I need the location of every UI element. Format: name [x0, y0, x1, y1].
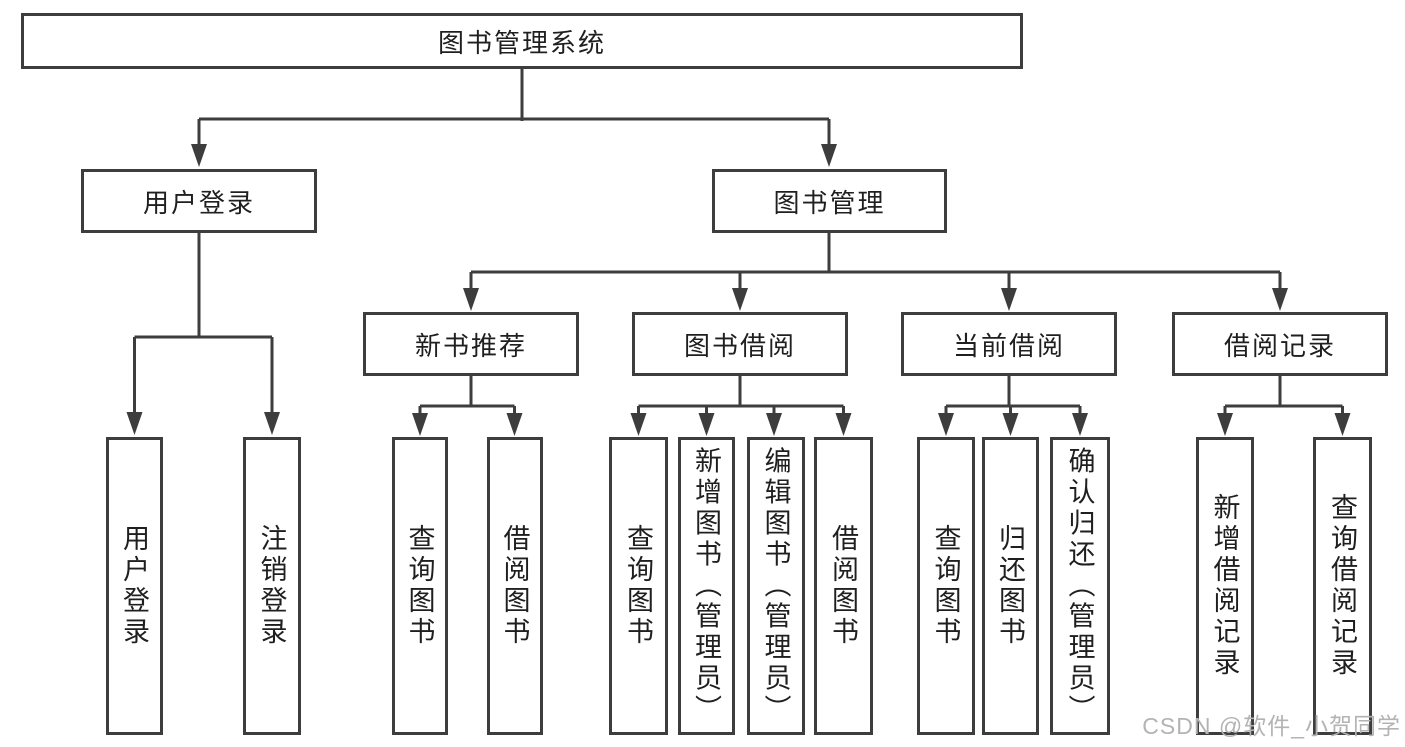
- node-borrow-records: 借阅记录: [1172, 312, 1388, 376]
- arrowhead: [1001, 288, 1017, 311]
- arrowhead: [264, 412, 280, 435]
- arrowhead: [835, 413, 852, 436]
- arrowhead: [412, 413, 428, 436]
- arrowhead: [630, 413, 647, 436]
- node-current-borrow: 当前借阅: [901, 312, 1117, 376]
- leaf-current-query-books-label: 查询图书: [930, 524, 961, 648]
- arrowhead: [191, 144, 207, 167]
- node-book-borrow-label: 图书借阅: [683, 330, 796, 361]
- leaf-borrow-add-books-admin-label: 新增图书（管理员）: [691, 446, 721, 726]
- leaf-user-login-label: 用户登录: [119, 524, 149, 648]
- arrowhead: [1072, 413, 1088, 436]
- arrowhead: [1002, 413, 1019, 436]
- leaf-recommend-borrow-books: 借阅图书: [487, 437, 543, 735]
- leaf-borrow-query-books-label: 查询图书: [623, 524, 653, 648]
- node-user-login: 用户登录: [81, 169, 317, 233]
- node-current-borrow-label: 当前借阅: [952, 330, 1065, 361]
- arrowhead: [1334, 413, 1351, 436]
- node-user-login-label: 用户登录: [142, 187, 255, 218]
- node-root: 图书管理系统: [21, 13, 1023, 69]
- node-book-borrow: 图书借阅: [632, 312, 848, 376]
- leaf-current-confirm-return-admin-label: 确认归还（管理员）: [1064, 446, 1095, 726]
- arrowhead: [1217, 413, 1233, 436]
- leaf-borrow-add-books-admin: 新增图书（管理员）: [678, 437, 735, 735]
- leaf-recommend-query-books: 查询图书: [392, 437, 448, 735]
- node-borrow-records-label: 借阅记录: [1223, 330, 1336, 361]
- leaf-logout: 注销登录: [243, 437, 301, 735]
- arrowhead: [732, 288, 748, 311]
- arrowhead: [126, 412, 143, 435]
- arrowhead: [821, 144, 837, 167]
- arrowhead: [1272, 288, 1288, 311]
- leaf-current-return-books: 归还图书: [982, 437, 1039, 735]
- leaf-recommend-borrow-books-label: 借阅图书: [499, 524, 530, 648]
- leaf-borrow-query-books: 查询图书: [609, 437, 668, 735]
- node-new-book-recommend-label: 新书推荐: [414, 330, 527, 361]
- leaf-current-return-books-label: 归还图书: [995, 524, 1025, 648]
- leaf-current-query-books: 查询图书: [917, 437, 975, 735]
- leaf-records-query-record: 查询借阅记录: [1313, 437, 1372, 735]
- leaf-records-add-record-label: 新增借阅记录: [1209, 493, 1240, 679]
- arrowhead: [463, 288, 479, 311]
- leaf-borrow-edit-books-admin-label: 编辑图书（管理员）: [760, 446, 791, 726]
- arrowhead: [506, 413, 523, 436]
- leaf-borrow-borrow-books: 借阅图书: [814, 437, 873, 735]
- leaf-borrow-edit-books-admin: 编辑图书（管理员）: [747, 437, 805, 735]
- leaf-current-confirm-return-admin: 确认归还（管理员）: [1050, 437, 1110, 735]
- arrowhead: [766, 413, 782, 436]
- node-book-management: 图书管理: [712, 169, 947, 233]
- csdn-watermark: CSDN @软件_小贺同学: [1142, 713, 1401, 739]
- leaf-records-query-record-label: 查询借阅记录: [1327, 493, 1357, 679]
- leaf-logout-label: 注销登录: [256, 524, 287, 648]
- node-new-book-recommend: 新书推荐: [363, 312, 579, 376]
- leaf-records-add-record: 新增借阅记录: [1196, 437, 1254, 735]
- leaf-recommend-query-books-label: 查询图书: [404, 524, 435, 648]
- leaf-borrow-borrow-books-label: 借阅图书: [828, 524, 858, 648]
- node-root-label: 图书管理系统: [437, 27, 606, 58]
- arrowhead: [938, 413, 954, 436]
- leaf-user-login: 用户登录: [106, 437, 163, 735]
- node-book-management-label: 图书管理: [773, 187, 886, 218]
- arrowhead: [698, 413, 715, 436]
